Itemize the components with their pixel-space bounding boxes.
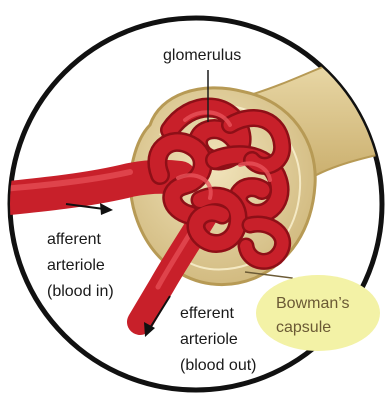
label-efferent-3: (blood out): [180, 354, 257, 378]
label-glomerulus: glomerulus: [163, 44, 241, 68]
label-afferent-1: afferent: [47, 228, 101, 252]
label-bowman-1: Bowman’s: [276, 292, 350, 316]
label-efferent-2: arteriole: [180, 328, 238, 352]
label-afferent-3: (blood in): [47, 280, 114, 304]
label-afferent-2: arteriole: [47, 254, 105, 278]
label-efferent-1: efferent: [180, 302, 234, 326]
label-bowman-2: capsule: [276, 316, 331, 340]
